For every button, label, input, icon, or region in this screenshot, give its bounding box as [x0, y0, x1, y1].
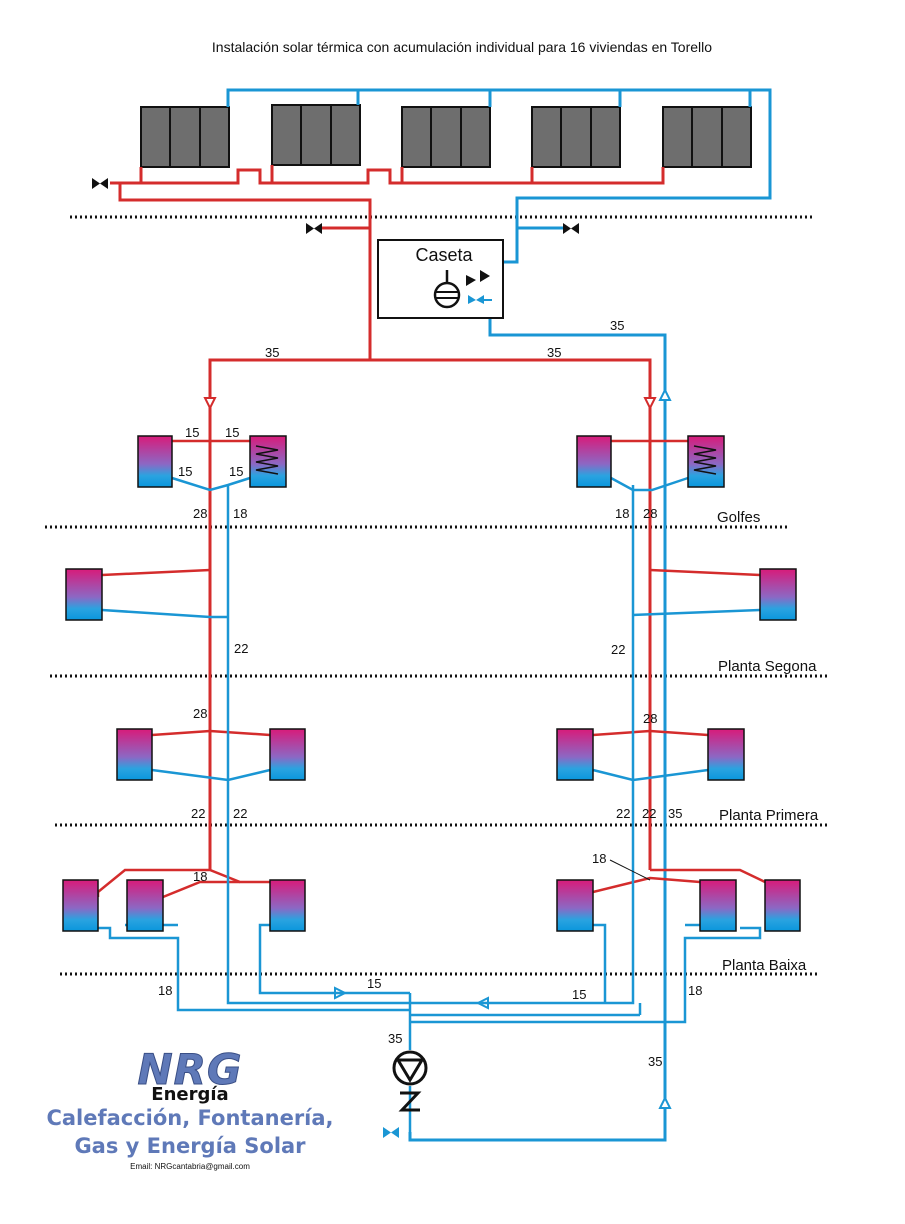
label-22: 22 [642, 806, 656, 821]
tank-golfes-right-2 [687, 435, 725, 488]
label-35: 35 [648, 1054, 662, 1069]
tank-baixa-right-1 [556, 879, 594, 932]
tank-baixa-right-3 [764, 879, 801, 932]
tank-golfes-left-2 [249, 435, 287, 488]
label-15: 15 [185, 425, 199, 440]
brand-tagline-1: Calefacción, Fontanería, [46, 1106, 334, 1130]
label-18: 18 [233, 506, 247, 521]
floor-names: Golfes Planta Segona Planta Primera Plan… [717, 509, 819, 974]
label-22: 22 [611, 642, 625, 657]
label-15: 15 [178, 464, 192, 479]
floor-baixa: Planta Baixa [722, 957, 807, 974]
diagram-title: Instalación solar térmica con acumulació… [212, 39, 712, 55]
label-22: 22 [616, 806, 630, 821]
tank-golfes-right-1 [576, 435, 612, 488]
label-35: 35 [610, 318, 624, 333]
tank-primera-left-1 [116, 728, 153, 781]
brand-email: Email: NRGcantabria@gmail.com [130, 1162, 250, 1171]
label-28: 28 [643, 506, 657, 521]
label-18: 18 [688, 983, 702, 998]
label-15: 15 [572, 987, 586, 1002]
tank-segona-right [759, 568, 797, 621]
label-22: 22 [233, 806, 247, 821]
caseta-box: Caseta [377, 239, 504, 319]
valve-icons [92, 178, 579, 1138]
tank-baixa-left-1 [62, 879, 99, 932]
label-22: 22 [191, 806, 205, 821]
label-22: 22 [234, 641, 248, 656]
label-15: 15 [367, 976, 381, 991]
floor-segona: Planta Segona [718, 658, 817, 675]
check-valve-icon [398, 1091, 422, 1112]
label-35: 35 [668, 806, 682, 821]
label-28: 28 [643, 711, 657, 726]
solar-collectors [140, 104, 752, 168]
label-35: 35 [547, 345, 561, 360]
label-18: 18 [158, 983, 172, 998]
label-28: 28 [193, 706, 207, 721]
tank-baixa-right-2 [699, 879, 737, 932]
brand-tagline-2: Gas y Energía Solar [74, 1134, 306, 1158]
tank-primera-right-1 [556, 728, 594, 781]
tank-baixa-left-3 [269, 879, 306, 932]
label-35: 35 [265, 345, 279, 360]
coil-icons [255, 445, 717, 475]
tank-primera-right-2 [707, 728, 745, 781]
label-leader [609, 859, 651, 881]
label-18: 18 [615, 506, 629, 521]
brand-logo: NRG [137, 1045, 243, 1094]
tank-baixa-left-2 [126, 879, 164, 932]
tank-primera-left-2 [269, 728, 306, 781]
floor-golfes: Golfes [717, 509, 760, 526]
brand-subtitle: Energía [151, 1084, 229, 1105]
label-15: 15 [225, 425, 239, 440]
label-15: 15 [229, 464, 243, 479]
storage-tanks [62, 435, 801, 932]
label-18: 18 [193, 869, 207, 884]
label-28: 28 [193, 506, 207, 521]
tank-segona-left [65, 568, 103, 621]
tank-golfes-left-1 [137, 435, 173, 488]
pump-icon [392, 1050, 428, 1086]
brand-block: NRG Energía Calefacción, Fontanería, Gas… [40, 1045, 340, 1171]
pipe-labels: 35 35 35 35 35 35 15 15 15 15 15 15 28 2… [158, 318, 702, 1069]
cold-distribution [63, 476, 762, 1132]
label-18: 18 [592, 851, 606, 866]
floor-primera: Planta Primera [719, 807, 819, 824]
floor-lines [45, 215, 830, 976]
label-35: 35 [388, 1031, 402, 1046]
caseta-label: Caseta [415, 245, 473, 265]
collector-hot-manifold [110, 165, 665, 870]
